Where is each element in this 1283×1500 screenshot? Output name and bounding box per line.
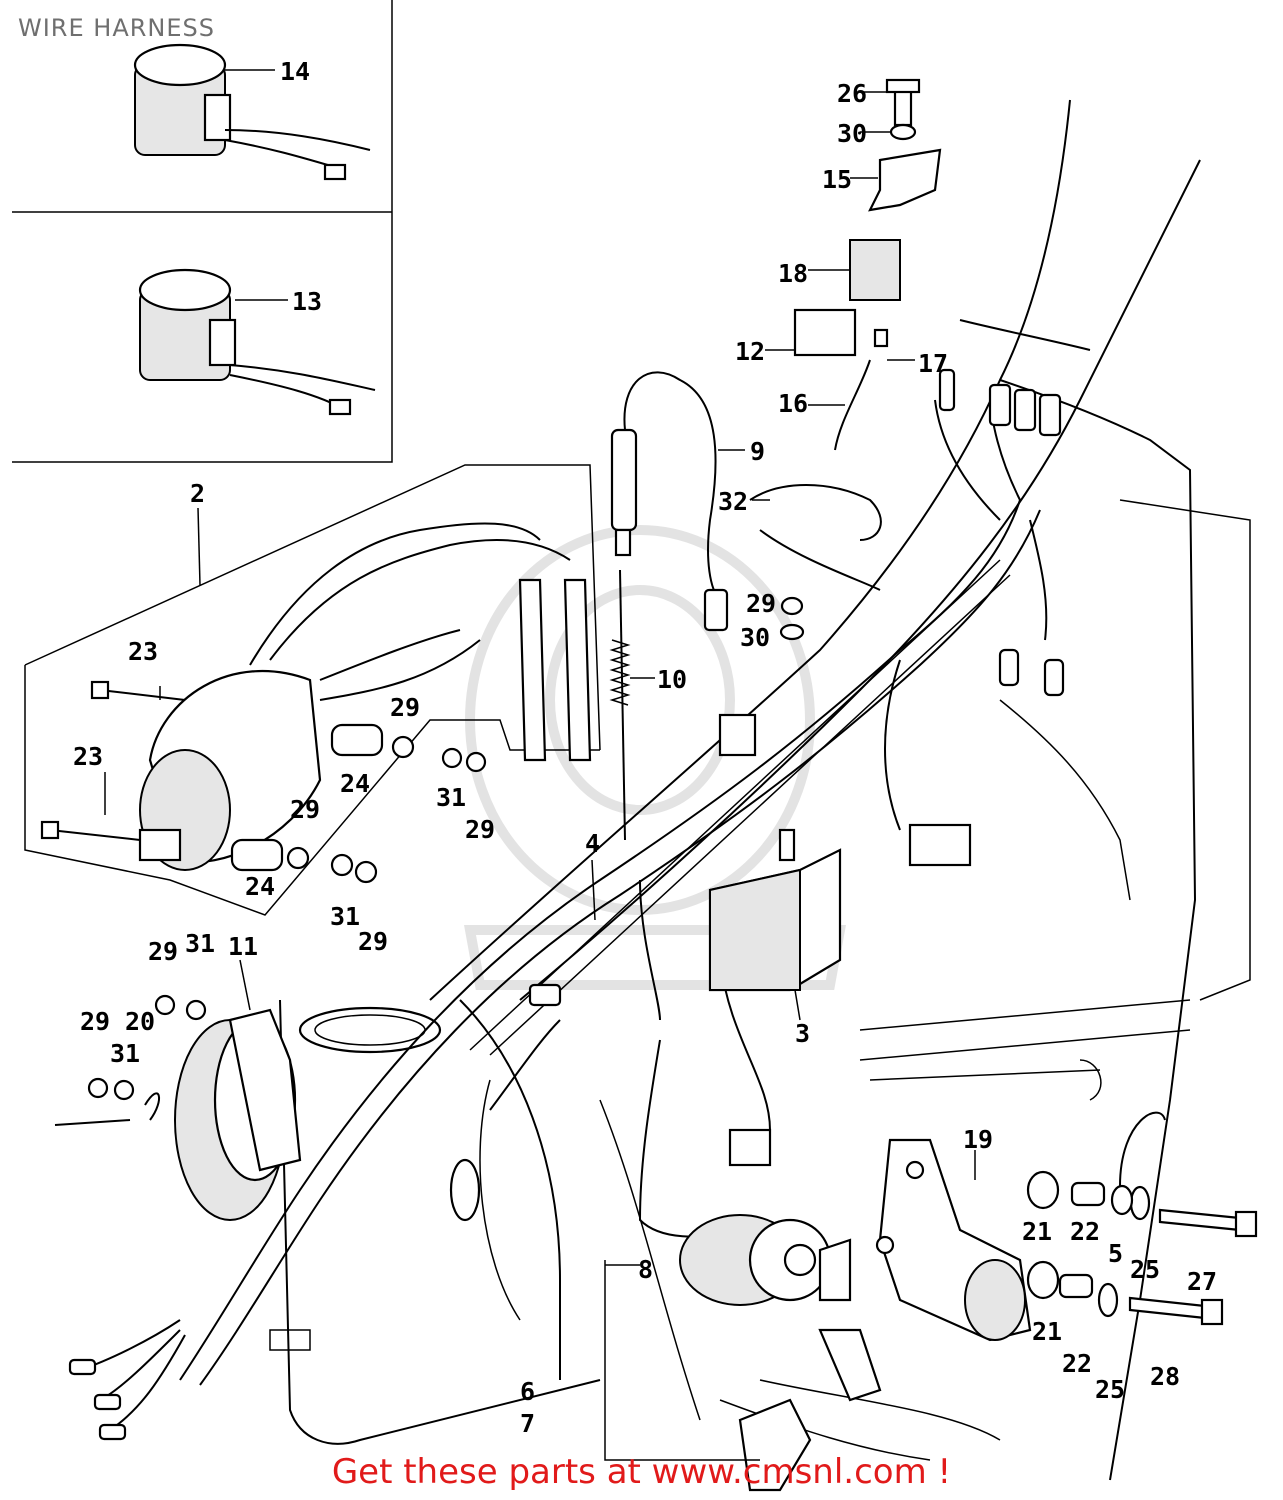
callout-21b: 21 [1032,1317,1062,1346]
callout-28: 28 [1150,1362,1180,1391]
relay-13 [138,268,376,416]
callout-17: 17 [918,349,948,378]
callout-29c: 29 [290,795,320,824]
footer-link-text[interactable]: Get these parts at www.cmsnl.com ! [331,1452,952,1492]
plug-lead-9-10 [609,371,729,841]
callout-8: 8 [638,1255,653,1284]
band-32 [749,484,882,641]
main-harness-4 [68,368,1065,1441]
callout-24a: 24 [340,769,370,798]
regulator-12-18 [793,78,942,451]
callout-29e: 29 [148,937,178,966]
callout-22a: 22 [1070,1217,1100,1246]
bracket-19 [875,1111,1258,1342]
callout-7: 7 [520,1409,535,1438]
callout-23b: 23 [73,742,103,771]
callout-16: 16 [778,389,808,418]
callout-13: 13 [292,287,322,316]
callout-29b: 29 [465,815,495,844]
callout-4: 4 [585,829,600,858]
callout-31a: 31 [436,783,466,812]
callout-31b: 31 [330,902,360,931]
callout-18: 18 [778,259,808,288]
callout-10: 10 [657,665,687,694]
callout-11: 11 [228,932,258,961]
callout-25b: 25 [1095,1375,1125,1404]
callout-6: 6 [520,1377,535,1406]
callout-12: 12 [735,337,765,366]
callout-24b: 24 [245,872,275,901]
callout-19: 19 [963,1125,993,1154]
leader-lines [104,69,976,1180]
callout-29a: 29 [390,693,420,722]
callout-26: 26 [837,79,867,108]
callout-15: 15 [822,165,852,194]
callout-20: 20 [125,1007,155,1036]
callout-9: 9 [750,437,765,466]
callout-32: 32 [718,487,748,516]
callout-23a: 23 [128,637,158,666]
callout-3: 3 [795,1019,810,1048]
callout-29g: 29 [746,589,776,618]
callout-labels: 14 13 2 23 23 29 24 31 29 29 24 31 29 29… [73,57,1217,1438]
callout-2: 2 [190,479,205,508]
ignition-switch-6-8 [604,1214,882,1492]
inset-frames [12,0,393,463]
callout-31d: 31 [110,1039,140,1068]
callout-29d: 29 [358,927,388,956]
callout-21a: 21 [1022,1217,1052,1246]
horn-11 [54,994,302,1221]
callout-30a: 30 [740,623,770,652]
callout-27: 27 [1187,1267,1217,1296]
relay-14 [133,43,371,181]
callout-29f: 29 [80,1007,110,1036]
frame-outline [269,99,1251,1481]
callout-30b: 30 [837,119,867,148]
callout-22b: 22 [1062,1349,1092,1378]
callout-14: 14 [280,57,310,86]
diagram-title: WIRE HARNESS [18,14,216,42]
callout-5: 5 [1108,1239,1123,1268]
ignition-coil-2 [24,464,601,916]
callout-25a: 25 [1130,1255,1160,1284]
rectifier-3 [708,828,842,992]
callout-31c: 31 [185,929,215,958]
